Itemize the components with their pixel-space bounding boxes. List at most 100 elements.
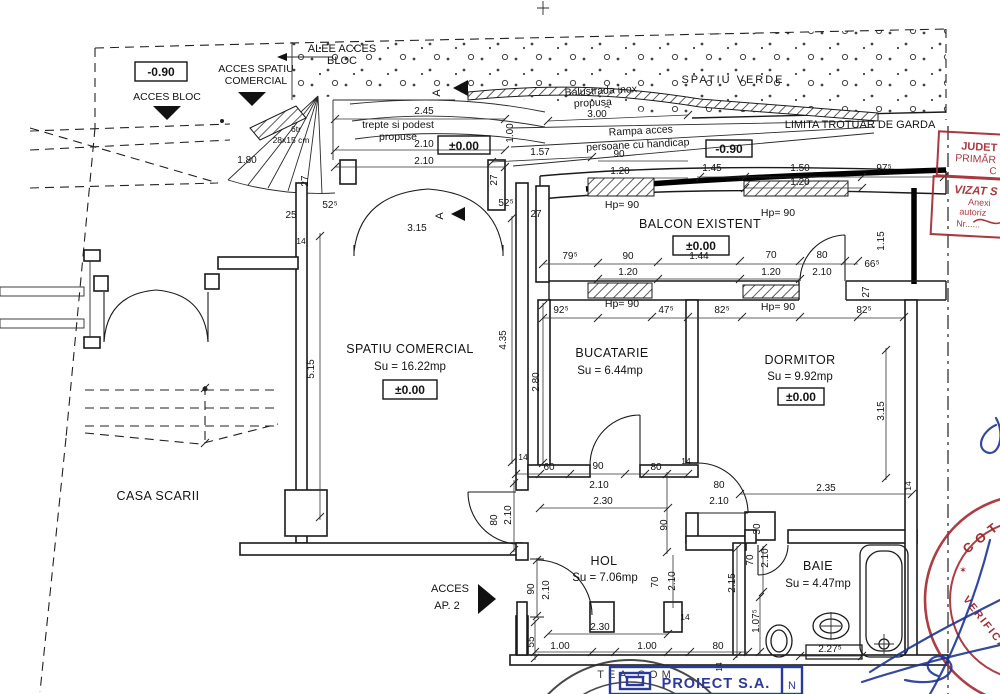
- labels: ALEE ACCES BLOC -0.90 ACCES BLOC ACCES S…: [117, 43, 936, 672]
- dim-label: 3.15: [876, 401, 887, 421]
- dimension-lines: [200, 110, 949, 663]
- proiect-logo-icon: [618, 671, 652, 691]
- section-marker: A: [434, 212, 446, 220]
- dim-label: 2.10: [503, 505, 514, 525]
- stair-note: 28x15 cm: [273, 135, 310, 145]
- area-label: Su = 9.92mp: [767, 371, 833, 383]
- dim-label: 92⁵: [553, 305, 568, 316]
- dim-label: 90: [592, 461, 604, 472]
- acces-bloc-label: ACCES BLOC: [133, 91, 201, 103]
- dim-label: 66⁵: [864, 259, 879, 270]
- dim-label: 80: [712, 641, 724, 652]
- dim-label: 1.80: [237, 155, 257, 166]
- dim-label: 90: [622, 251, 634, 262]
- alee-arrow-icon: [277, 53, 287, 61]
- level-badge: -0.90: [715, 142, 743, 156]
- dim-label: 5.15: [306, 359, 317, 379]
- rampa-label: Rampa acces: [608, 123, 673, 138]
- trepte-label: trepte si podest: [362, 119, 434, 131]
- dim-label: 3.15: [407, 223, 427, 234]
- acces-bloc-arrow-icon: [153, 106, 181, 120]
- dim-label: 27: [300, 175, 311, 187]
- rampa-label: persoane cu handicap: [586, 136, 690, 153]
- dim-label: 2.10: [667, 571, 678, 591]
- room-label-dormitor: DORMITOR: [764, 353, 835, 367]
- dim-label: 1.15: [876, 231, 887, 251]
- stamp-text: autoriz: [959, 206, 987, 217]
- dim-label: 14: [518, 452, 528, 462]
- dim-label: 1.20: [790, 177, 810, 188]
- dim-label: 1.20: [618, 267, 638, 278]
- area-label: Su = 16.22mp: [374, 361, 446, 373]
- dim-label: 2.10: [589, 480, 609, 491]
- dim-label: 1.00: [637, 641, 657, 652]
- dim-label: 70: [745, 554, 756, 566]
- spatiu-verde-label: SPATIU VERDE: [681, 74, 784, 86]
- level-badge: ±0.00: [686, 239, 716, 253]
- acces-spatiu-arrow-icon: [238, 92, 266, 106]
- dim-label: 2.10: [541, 580, 552, 600]
- dim-label: 4.35: [498, 330, 509, 350]
- parapet-label: Hp= 90: [761, 301, 795, 313]
- dim-label: 1.00: [550, 641, 570, 652]
- dim-label: 14: [680, 612, 690, 622]
- dim-label: 30: [752, 523, 763, 535]
- dim-label: 25: [285, 210, 297, 221]
- acces-ap2-label: AP. 2: [434, 600, 460, 612]
- dim-label: 82⁵: [714, 305, 729, 316]
- dim-label: 3.00: [587, 109, 607, 120]
- stamp-star: ✶: [959, 565, 967, 575]
- level-badge: ±0.00: [395, 383, 425, 397]
- section-marker: A: [431, 89, 443, 97]
- dim-label: 27: [489, 174, 500, 186]
- dim-label: 2.45: [414, 106, 434, 117]
- dim-label: 1.00: [505, 123, 516, 143]
- room-label-baie: BAIE: [803, 559, 833, 573]
- dim-label: 90: [613, 149, 625, 160]
- dim-label: 90: [526, 583, 537, 595]
- title-block-cell: N: [788, 680, 796, 692]
- dim-label: 2.27⁵: [818, 644, 842, 655]
- level-badge: -0.90: [147, 65, 175, 79]
- dim-label: 27: [530, 209, 542, 220]
- acces-ap2-label: ACCES: [431, 583, 469, 595]
- stamp-text: VIZAT S: [954, 184, 998, 198]
- dim-label: 1.44: [689, 251, 709, 262]
- area-label: Su = 6.44mp: [577, 365, 643, 377]
- markers: [153, 53, 496, 614]
- bathroom-fixtures: [765, 544, 909, 660]
- room-label-bucatarie: BUCATARIE: [575, 346, 648, 360]
- stamp-arc-text: TEA COM: [597, 669, 675, 681]
- stamp-round-black: TEA COM: [547, 659, 713, 694]
- stamp-text: PRIMĂR: [955, 151, 997, 166]
- acces-spatiu-label: COMERCIAL: [225, 75, 288, 87]
- toilet: [765, 624, 793, 658]
- dim-label: 97⁵: [876, 163, 891, 174]
- title-block: PROIECT S.A. N: [608, 665, 804, 694]
- dim-label: 80: [713, 480, 725, 491]
- dim-label: 1.45: [702, 163, 722, 174]
- acces-spatiu-label: ACCES SPATIU: [218, 63, 293, 75]
- stamp-arc-text: COT: [960, 517, 1000, 557]
- dim-label: 80: [816, 250, 828, 261]
- green-area: [292, 29, 946, 117]
- dim-label: 52⁵: [322, 200, 337, 211]
- trepte-label: propuse: [379, 131, 417, 143]
- dim-label: 2.35: [816, 483, 836, 494]
- dim-label: 14: [681, 456, 691, 466]
- room-label-balcon: BALCON EXISTENT: [639, 217, 761, 231]
- room-label-casa-scarii: CASA SCARII: [117, 489, 200, 503]
- section-a-arrow-icon: [453, 80, 468, 96]
- alee-acces-label: BLOC: [327, 55, 357, 67]
- dim-label: 80: [650, 462, 662, 473]
- acces-ap2-arrow-icon: [478, 584, 496, 614]
- dim-label: 2.15: [727, 573, 738, 593]
- dim-label: 1.57: [530, 147, 550, 158]
- dim-label: 1.20: [761, 267, 781, 278]
- dim-label: 1.50: [790, 163, 810, 174]
- dim-label: 2.10: [812, 267, 832, 278]
- dim-label: 2.80: [531, 372, 542, 392]
- dim-label: 55: [526, 636, 537, 648]
